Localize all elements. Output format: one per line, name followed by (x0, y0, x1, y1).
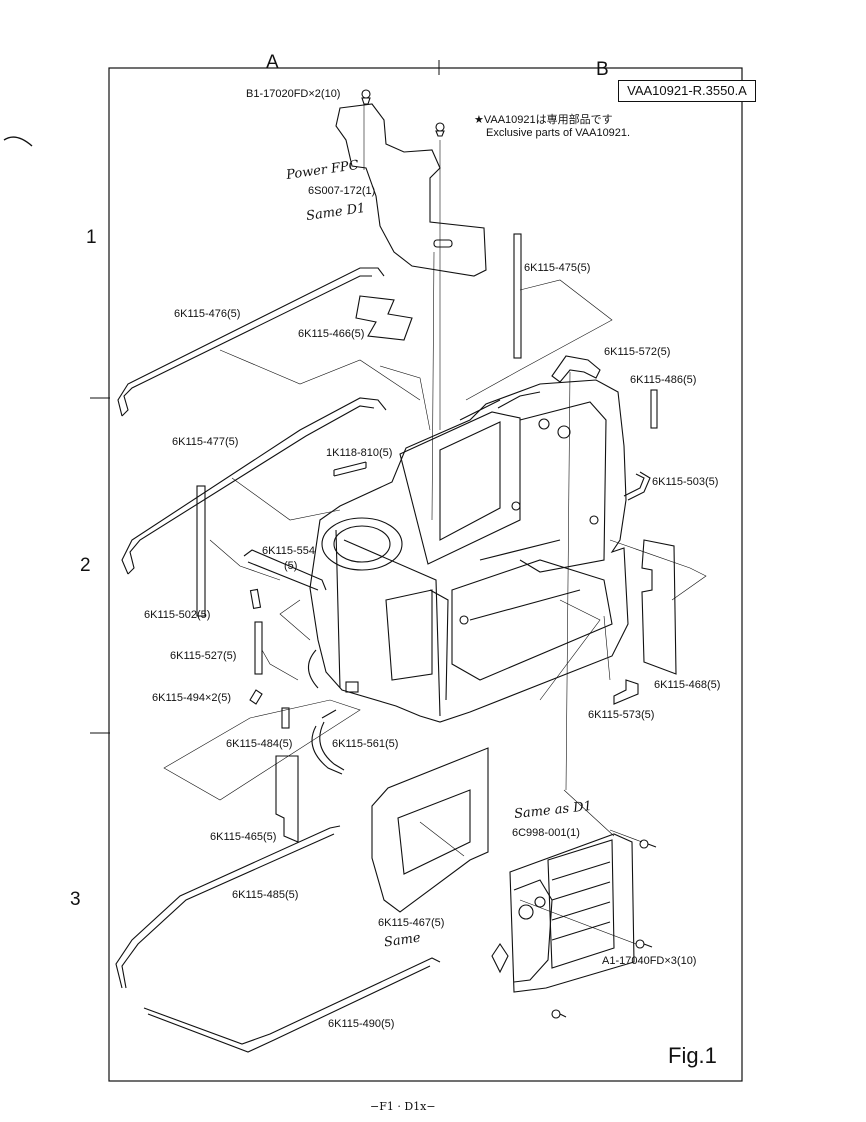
label-6k115-486: 6K115-486(5) (630, 374, 697, 386)
label-6k115-554: 6K115-554 (262, 545, 316, 557)
label-6k115-494: 6K115-494×2(5) (152, 692, 231, 704)
label-6k115-503: 6K115-503(5) (652, 476, 719, 488)
clip-573 (613, 679, 639, 705)
scan-mark (3, 136, 33, 147)
label-6k115-572: 6K115-572(5) (604, 346, 671, 358)
column-label-b: B (596, 59, 609, 80)
leader-lines (163, 104, 707, 945)
wire-477 (121, 397, 387, 575)
wire-476 (117, 267, 385, 417)
label-6k115-573: 6K115-573(5) (588, 709, 655, 721)
label-6k115-484: 6K115-484(5) (226, 738, 293, 750)
note-english: Exclusive parts of VAA10921. (486, 127, 631, 139)
wire-554 (243, 549, 327, 591)
power-fpc (335, 103, 487, 277)
clip-494 (249, 689, 263, 705)
rod-502 (196, 485, 206, 617)
page-footer: −F1 · D1x− (370, 1100, 436, 1113)
part-small-a (249, 588, 262, 610)
row-label-1: 1 (86, 227, 97, 248)
label-6k115-477: 6K115-477(5) (172, 436, 239, 448)
pad-465 (275, 755, 299, 843)
wire-485 (115, 825, 341, 989)
label-6k115-502: 6K115-502(5) (144, 609, 211, 621)
exclusive-parts-note: ★VAA10921は専用部品です Exclusive parts of VAA1… (474, 114, 630, 140)
label-6k115-527: 6K115-527(5) (170, 650, 237, 662)
label-6k115-466: 6K115-466(5) (298, 328, 365, 340)
label-6k115-561: 6K115-561(5) (332, 738, 399, 750)
label-a1-screw: A1-17040FD×3(10) (602, 955, 697, 967)
shutter-unit-6c998 (491, 833, 635, 993)
label-6k115-490: 6K115-490(5) (328, 1018, 395, 1030)
label-b1-screw: B1-17020FD×2(10) (246, 88, 341, 100)
note-japanese: ★VAA10921は専用部品です (474, 114, 613, 126)
label-6k115-485: 6K115-485(5) (232, 889, 299, 901)
drawing-frame (108, 67, 743, 1082)
pad-466 (355, 295, 413, 341)
row-label-2: 2 (80, 555, 91, 576)
column-label-a: A (266, 52, 279, 73)
chassis-body (307, 379, 629, 723)
label-6k115-465: 6K115-465(5) (210, 831, 277, 843)
frame-467 (371, 747, 489, 913)
wire-490 (143, 957, 441, 1053)
hook-503 (623, 471, 651, 501)
rod-484 (281, 707, 290, 729)
strip-1k118 (333, 461, 367, 477)
label-6k115-554-qty: (5) (284, 560, 298, 572)
label-6k115-476: 6K115-476(5) (174, 308, 241, 320)
rod-527 (254, 621, 263, 675)
label-6k115-467: 6K115-467(5) (378, 917, 445, 929)
rod-486 (650, 389, 658, 429)
figure-label: Fig.1 (668, 1043, 717, 1068)
reference-code-box: VAA10921-R.3550.A (618, 80, 756, 102)
screws-a1 (551, 839, 657, 1019)
label-6k115-475: 6K115-475(5) (524, 262, 591, 274)
row-label-3: 3 (70, 889, 81, 910)
spring-561 (311, 709, 345, 775)
label-6s007-172: 6S007-172(1) (308, 185, 376, 197)
label-6k115-468: 6K115-468(5) (654, 679, 721, 691)
screw-b1-top (361, 89, 445, 137)
label-1k118-810: 1K118-810(5) (326, 447, 393, 459)
bracket-572 (551, 355, 601, 383)
label-6c998-001: 6C998-001(1) (512, 827, 580, 839)
rod-475 (513, 233, 522, 359)
pad-468 (641, 539, 677, 675)
